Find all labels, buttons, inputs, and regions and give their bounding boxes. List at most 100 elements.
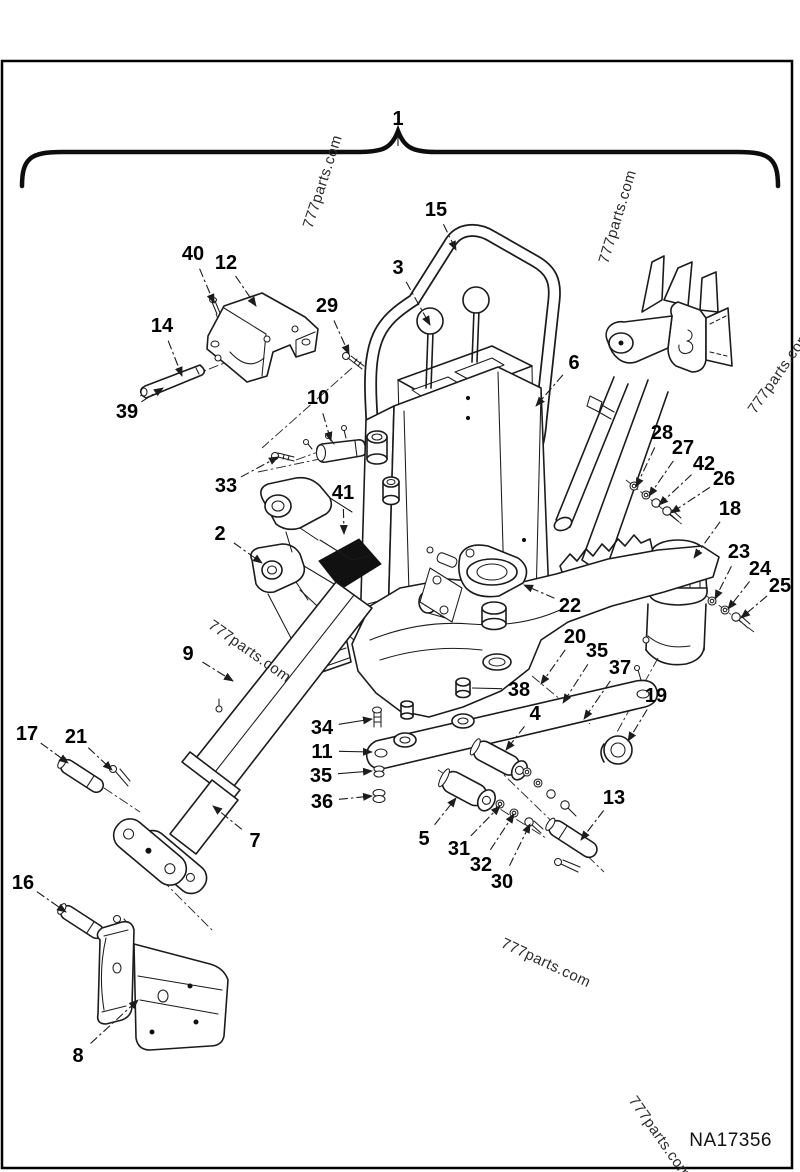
callout-label-39: 39: [116, 401, 138, 423]
callout-label-14: 14: [151, 315, 174, 337]
callout-leader-18: [693, 521, 721, 559]
callout-label-17: 17: [16, 723, 38, 745]
callout-leader-27: [648, 460, 674, 497]
callout-leader-17: [40, 742, 69, 764]
callout-leader-32: [489, 813, 515, 851]
callout-label-18: 18: [719, 498, 741, 520]
callout-label-8: 8: [72, 1045, 83, 1067]
callout-leader-33: [240, 456, 279, 478]
callout-leader-11: [338, 747, 373, 756]
callout-leader-15: [442, 224, 457, 251]
callout-leader-13: [580, 810, 605, 841]
callout-label-36: 36: [311, 791, 333, 813]
callout-leader-12: [235, 275, 257, 307]
fastener-chain-26-27-28-42: [629, 481, 682, 523]
watermark-6: 777parts.com: [625, 1093, 694, 1172]
callout-label-15: 15: [425, 199, 447, 221]
pin-part13: [545, 817, 598, 859]
callout-label-42: 42: [693, 453, 715, 475]
pivot-castings: [250, 476, 371, 643]
callout-leader-2: [233, 542, 263, 564]
nut-part35: [373, 765, 385, 778]
callout-leader-34: [338, 716, 373, 725]
lever-knob-left: [416, 307, 444, 335]
callout-label-6: 6: [568, 352, 579, 374]
callout-label-7: 7: [249, 830, 260, 852]
cotter-pin-part21: [108, 764, 131, 787]
clevis-plate-front: [112, 818, 188, 886]
callout-label-22: 22: [559, 595, 581, 617]
callout-label-30: 30: [491, 871, 513, 893]
link-pin: [436, 552, 458, 568]
watermark-5: 777parts.com: [498, 935, 593, 991]
callout-leader-29: [333, 320, 350, 355]
callout-leader-26: [670, 486, 711, 514]
callout-label-19: 19: [645, 685, 667, 707]
callout-label-5: 5: [418, 828, 429, 850]
callout-label-3: 3: [392, 257, 403, 279]
roller-part19: [600, 735, 633, 765]
callout-leader-37: [583, 680, 611, 720]
callout-leader-9: [202, 661, 234, 682]
callout-label-1: 1: [392, 108, 403, 130]
callout-leader-6: [535, 374, 564, 407]
watermark-1: 777parts.com: [300, 133, 346, 230]
callout-label-11: 11: [311, 741, 332, 763]
mount-bracket-part12: [139, 292, 367, 463]
callout-leader-14: [167, 340, 183, 377]
callout-label-24: 24: [749, 558, 772, 580]
callout-leader-38: [471, 687, 503, 690]
fastener-chain-pin4: [522, 767, 577, 817]
callout-label-35: 35: [586, 640, 608, 662]
pivot-pins-group: [438, 735, 633, 873]
pin-part5: [438, 768, 496, 812]
callout-leader-35: [337, 767, 373, 776]
fastener-chain-30-31-32: [495, 799, 544, 834]
callout-label-13: 13: [603, 787, 625, 809]
callout-label-38: 38: [508, 679, 530, 701]
bolt-part33: [270, 451, 295, 462]
callout-label-29: 29: [316, 295, 338, 317]
callout-leader-layer: [36, 135, 768, 1044]
boom-mount-assembly: [553, 255, 733, 576]
brand-logo-mark: [678, 329, 694, 355]
stabilizer-pad-part8: [96, 920, 229, 1051]
callout-leader-24: [727, 581, 750, 610]
callout-label-23: 23: [728, 541, 750, 563]
pin-part4: [469, 738, 528, 781]
callout-leader-22: [523, 584, 555, 599]
bolt-part40: [208, 296, 221, 315]
callout-label-16: 16: [12, 872, 34, 894]
callout-leader-25: [740, 595, 768, 619]
callout-label-12: 12: [215, 252, 237, 274]
callout-label-41: 41: [332, 482, 354, 504]
lever-knob-right: [462, 286, 490, 314]
callout-label-34: 34: [311, 717, 334, 739]
callout-label-40: 40: [182, 243, 204, 265]
callout-leader-41: [339, 508, 348, 535]
arm-cylinder-part9: [169, 779, 239, 855]
callout-label-35: 35: [310, 765, 332, 787]
callout-label-31: 31: [448, 838, 470, 860]
callout-label-26: 26: [713, 468, 735, 490]
control-tower-part3: [397, 286, 534, 471]
callout-leader-42: [658, 474, 692, 506]
callout-leader-40: [199, 268, 215, 304]
callout-label-2: 2: [214, 523, 225, 545]
drawing-id: NA17356: [689, 1130, 772, 1151]
callout-leader-8: [90, 999, 139, 1044]
callout-leader-3: [405, 281, 431, 326]
callout-label-20: 20: [564, 626, 586, 648]
callout-label-27: 27: [672, 437, 694, 459]
callout-leader-28: [635, 447, 656, 488]
callout-leader-31: [470, 805, 501, 837]
callout-label-10: 10: [307, 387, 329, 409]
callout-label-4: 4: [529, 703, 541, 725]
callout-label-25: 25: [769, 575, 791, 597]
callout-leader-4: [505, 726, 525, 751]
callout-leader-20: [540, 649, 566, 685]
bolt-part34: [371, 706, 383, 728]
sheet-border: [0, 59, 794, 1170]
